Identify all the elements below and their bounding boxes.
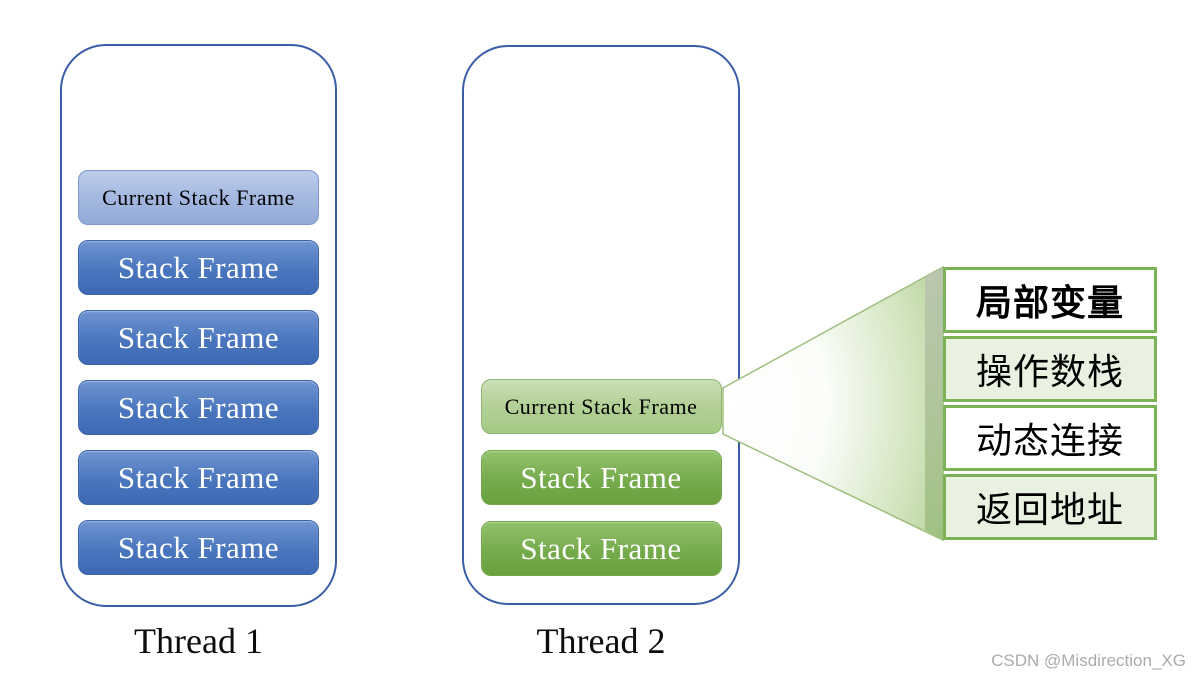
- watermark: CSDN @Misdirection_XG: [991, 651, 1186, 670]
- table-side-3d: [925, 267, 943, 540]
- thread1-container: Current Stack Frame Stack Frame Stack Fr…: [60, 44, 337, 607]
- thread2-stack-frame: Stack Frame: [480, 450, 722, 505]
- table-row-operand-stack: 操作数栈: [943, 336, 1157, 402]
- thread1-stack-frame: Stack Frame: [78, 240, 319, 295]
- table-row-return-address: 返回地址: [943, 474, 1157, 540]
- table-row-local-variables: 局部变量: [943, 267, 1157, 333]
- cone-shape: [722, 265, 944, 542]
- zoom-cone: [722, 265, 944, 542]
- table-row-dynamic-linking: 动态连接: [943, 405, 1157, 471]
- thread1-label: Thread 1: [134, 621, 263, 661]
- thread1-stack-frame: Stack Frame: [78, 380, 319, 435]
- thread1-stack-frame: Stack Frame: [78, 310, 319, 365]
- thread1-stack-frame: Stack Frame: [78, 520, 319, 575]
- frame-detail-table: 局部变量 操作数栈 动态连接 返回地址: [943, 267, 1157, 540]
- thread1-current-stack-frame: Current Stack Frame: [78, 170, 319, 225]
- thread2-current-stack-frame: Current Stack Frame: [480, 379, 722, 434]
- thread1-stack-frame: Stack Frame: [78, 450, 319, 505]
- thread2-stack-frame: Stack Frame: [480, 521, 722, 576]
- thread2-container: Current Stack Frame Stack Frame Stack Fr…: [462, 45, 740, 605]
- thread2-label: Thread 2: [536, 621, 666, 661]
